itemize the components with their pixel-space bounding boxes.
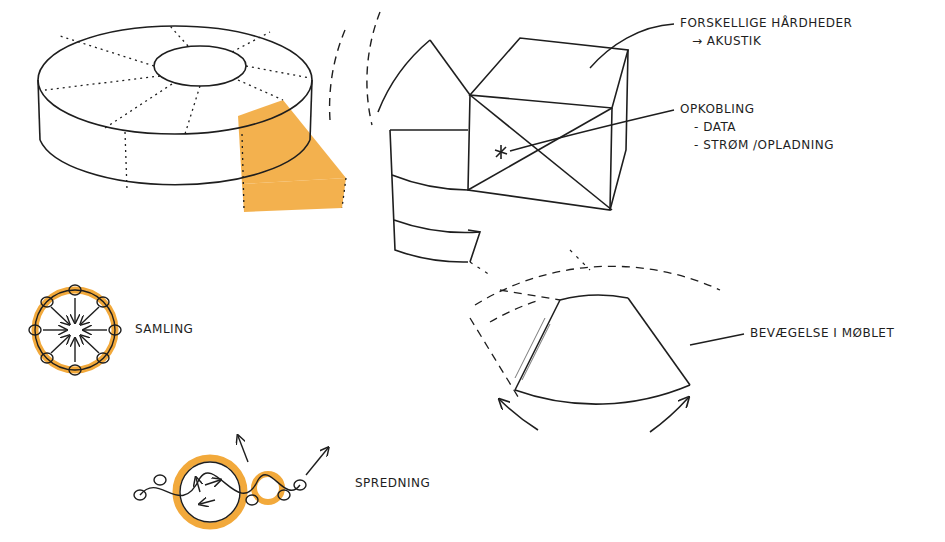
moving-segment bbox=[500, 290, 560, 300]
spreading-symbol bbox=[205, 480, 220, 485]
moving-segment bbox=[475, 266, 720, 305]
ring-furniture bbox=[60, 36, 154, 66]
gathering-symbol bbox=[81, 336, 99, 353]
gathering-symbol bbox=[69, 365, 81, 375]
ring-furniture bbox=[342, 178, 346, 208]
module-block bbox=[470, 95, 612, 210]
symbol-label: SPREDNING bbox=[355, 476, 430, 490]
callout-label: - STRØM /OPLADNING bbox=[694, 138, 834, 152]
gathering-symbol bbox=[35, 290, 115, 370]
ring-furniture bbox=[170, 26, 188, 46]
symbol-label: SAMLING bbox=[135, 322, 193, 336]
gathering-symbol bbox=[74, 339, 75, 362]
gathering-symbol bbox=[51, 336, 69, 353]
gathering-symbol bbox=[29, 325, 41, 335]
spreading-symbol bbox=[196, 478, 200, 492]
callout-label: - DATA bbox=[694, 120, 736, 134]
module-block bbox=[468, 95, 612, 210]
gathering-symbol bbox=[29, 285, 121, 375]
ring-furniture bbox=[310, 80, 312, 140]
callout-label: OPKOBLING bbox=[680, 102, 755, 116]
gathering-symbol bbox=[51, 307, 69, 324]
module-block bbox=[470, 38, 628, 108]
ring-furniture bbox=[40, 140, 310, 185]
gathering-symbol bbox=[81, 307, 99, 324]
moving-segment bbox=[515, 300, 560, 390]
module-block bbox=[330, 12, 628, 275]
gathering-symbol bbox=[97, 297, 109, 307]
gathering-symbol bbox=[35, 290, 115, 370]
moving-segment bbox=[470, 318, 520, 400]
gathering-symbol bbox=[43, 329, 66, 330]
ring-furniture bbox=[38, 26, 312, 134]
spreading-symbol bbox=[246, 495, 258, 505]
spreading-symbol bbox=[278, 490, 290, 500]
ring-furniture bbox=[242, 178, 346, 212]
module-block bbox=[468, 230, 480, 262]
ring-furniture bbox=[242, 134, 244, 210]
leader-line bbox=[510, 110, 674, 151]
module-block bbox=[430, 40, 470, 95]
ring-furniture bbox=[185, 86, 200, 134]
gathering-symbol bbox=[109, 325, 121, 335]
callout-label: → AKUSTIK bbox=[692, 34, 761, 48]
ring-furniture bbox=[105, 84, 172, 128]
moving-segment bbox=[560, 295, 628, 300]
module-block bbox=[378, 40, 430, 112]
spreading-symbol bbox=[134, 436, 328, 526]
moving-segment bbox=[515, 385, 690, 404]
moving-segment bbox=[650, 398, 688, 432]
moving-segment bbox=[490, 300, 540, 322]
ring-furniture bbox=[45, 26, 346, 210]
leader-line bbox=[690, 334, 744, 345]
spreading-symbol bbox=[176, 458, 244, 526]
spreading-symbol bbox=[154, 475, 166, 485]
spreading-symbol bbox=[140, 473, 300, 496]
connection-star bbox=[496, 147, 506, 157]
gathering-symbol bbox=[41, 297, 53, 307]
connection-star bbox=[495, 145, 507, 159]
module-block bbox=[367, 12, 380, 125]
leader-line bbox=[510, 24, 744, 345]
moving-segment bbox=[470, 266, 720, 400]
ring-furniture bbox=[125, 132, 127, 190]
spreading-symbol bbox=[134, 490, 146, 500]
ring-furniture bbox=[232, 32, 270, 52]
spreading-symbol bbox=[238, 436, 248, 462]
ring-furniture bbox=[246, 66, 310, 78]
gathering-symbol bbox=[41, 353, 53, 363]
module-block bbox=[470, 262, 490, 275]
moving-segment bbox=[628, 298, 690, 385]
module-block bbox=[330, 30, 345, 120]
spreading-symbol bbox=[294, 480, 306, 490]
module-block bbox=[468, 108, 612, 190]
moving-segment bbox=[515, 318, 545, 378]
ring-furniture bbox=[238, 80, 283, 100]
module-block bbox=[330, 12, 380, 125]
callout-label: BEVÆGELSE I MØBLET bbox=[750, 326, 894, 340]
spreading-symbol bbox=[306, 448, 328, 475]
gathering-symbol bbox=[97, 353, 109, 363]
spreading-symbol bbox=[180, 462, 240, 522]
module-block bbox=[390, 129, 468, 131]
moving-segment bbox=[500, 400, 538, 430]
ring-furniture bbox=[45, 76, 160, 90]
module-block bbox=[610, 50, 628, 210]
gathering-symbol bbox=[74, 298, 75, 322]
moving-segment bbox=[470, 266, 720, 432]
module-block bbox=[394, 220, 480, 233]
module-block bbox=[470, 250, 590, 275]
ring-furniture bbox=[38, 80, 40, 140]
module-block bbox=[392, 175, 468, 190]
moving-segment bbox=[522, 324, 550, 380]
module-block bbox=[390, 130, 468, 262]
callout-label: FORSKELLIGE HÅRDHEDER bbox=[680, 16, 852, 30]
gathering-symbol bbox=[84, 329, 107, 330]
leader-line bbox=[590, 24, 674, 68]
gathering-symbol bbox=[69, 285, 81, 295]
ring-furniture bbox=[38, 26, 346, 212]
spreading-symbol bbox=[200, 500, 215, 504]
